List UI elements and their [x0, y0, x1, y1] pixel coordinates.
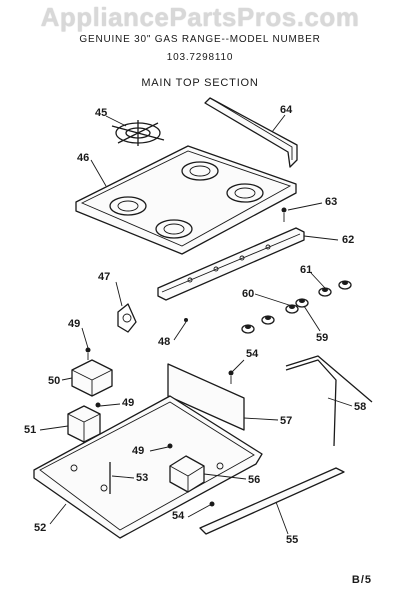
part-60-61-knobs[interactable] [241, 280, 352, 334]
callout-54-b: 54 [172, 510, 185, 522]
page-code: B/5 [351, 574, 372, 586]
part-52-bottom-pan[interactable] [33, 395, 263, 539]
callout-63: 63 [325, 196, 338, 208]
part-49-screw-c[interactable] [167, 443, 173, 449]
callout-58: 58 [354, 401, 367, 413]
part-54-screw-a[interactable] [228, 370, 234, 385]
part-56-clip[interactable] [169, 455, 205, 493]
callout-59: 59 [316, 332, 329, 344]
part-57-panel[interactable] [167, 363, 245, 431]
part-45-burner-grate[interactable] [111, 120, 165, 146]
callout-54-a: 54 [246, 348, 259, 360]
callout-55: 55 [286, 534, 299, 546]
part-49-screw-a[interactable] [85, 347, 91, 361]
part-64-trim-strip[interactable] [204, 97, 298, 168]
callout-49-c: 49 [132, 445, 145, 457]
callout-53: 53 [136, 472, 149, 484]
callout-46: 46 [77, 152, 90, 164]
callout-49-b: 49 [122, 397, 135, 409]
part-50-regulator-box[interactable] [71, 359, 113, 397]
part-54-screw-b[interactable] [209, 501, 215, 507]
part-55-front-trim[interactable] [199, 467, 345, 535]
part-63-screw[interactable] [281, 207, 287, 223]
callout-64: 64 [280, 104, 293, 116]
callout-45: 45 [95, 107, 108, 119]
model-number: 103.7298110 [166, 52, 234, 63]
callout-49-a: 49 [68, 318, 81, 330]
section-title: MAIN TOP SECTION [141, 77, 259, 89]
callout-52: 52 [34, 522, 47, 534]
part-49-screw-b[interactable] [95, 402, 101, 408]
leader-lines [39, 114, 353, 535]
part-48-screw[interactable] [184, 318, 188, 322]
callout-61: 61 [300, 264, 313, 276]
callout-62: 62 [342, 234, 355, 246]
burner-rings [109, 161, 264, 239]
callout-57: 57 [280, 415, 293, 427]
part-46-main-top[interactable] [75, 145, 297, 255]
part-58-rod[interactable] [285, 355, 373, 447]
diagram-title: GENUINE 30" GAS RANGE--MODEL NUMBER [79, 34, 321, 45]
callout-56: 56 [248, 474, 261, 486]
callout-51: 51 [24, 424, 37, 436]
callout-47: 47 [98, 271, 111, 283]
callout-60: 60 [242, 288, 255, 300]
part-62-manifold-rail[interactable] [157, 227, 305, 301]
rail-holes [187, 244, 271, 283]
callout-50: 50 [48, 375, 61, 387]
part-47-bracket[interactable] [117, 303, 137, 333]
callout-48: 48 [158, 336, 171, 348]
